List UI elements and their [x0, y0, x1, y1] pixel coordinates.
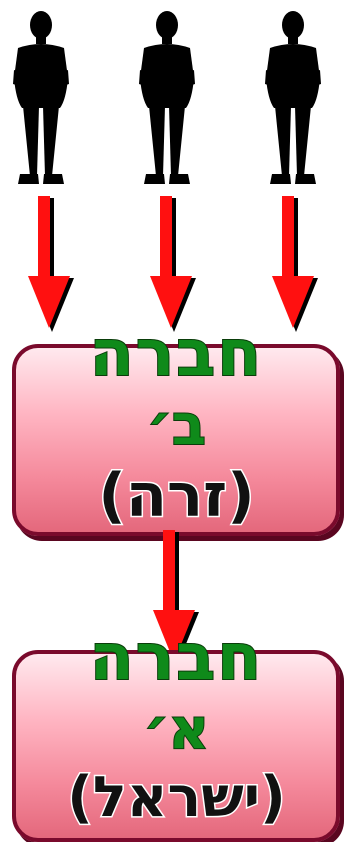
arrow-down-middle-icon [150, 196, 196, 332]
person-left-icon [13, 11, 69, 184]
company-b-box [12, 344, 340, 536]
person-middle-icon [139, 11, 195, 184]
person-right-icon [265, 11, 321, 184]
company-a-subtitle: (ישראל) [66, 765, 288, 830]
company-a-box [12, 650, 340, 842]
company-b-title: חברה [89, 317, 264, 391]
company-b-letter: ב׳ [146, 393, 207, 458]
company-a-title: חברה [89, 621, 264, 695]
arrow-down-left-icon [28, 196, 74, 332]
arrow-down-right-icon [272, 196, 318, 332]
company-b-subtitle: (זרה) [97, 461, 256, 531]
company-a-letter: א׳ [143, 697, 211, 762]
